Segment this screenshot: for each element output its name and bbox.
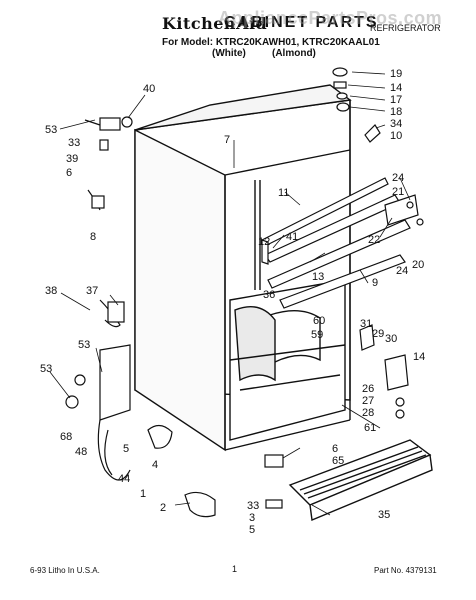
wire-connector-top-left xyxy=(84,116,133,211)
callout-label: 24 xyxy=(396,265,408,277)
hinge-bracket xyxy=(384,194,424,226)
divider-rails xyxy=(261,177,411,309)
callout-label: 60 xyxy=(313,315,325,327)
callout-label: 34 xyxy=(390,118,402,130)
left-wiring xyxy=(65,299,131,481)
cabinet-shell xyxy=(134,84,352,452)
callout-label: 37 xyxy=(86,285,98,297)
callout-label: 29 xyxy=(372,328,384,340)
callout-label: 9 xyxy=(372,277,378,289)
callout-label: 33 xyxy=(247,500,259,512)
callout-label: 31 xyxy=(360,318,372,330)
brand-logo: KitchenAid xyxy=(162,14,268,33)
callout-label: 10 xyxy=(390,130,402,142)
document-type: REFRIGERATOR xyxy=(370,23,441,33)
callout-label: 4 xyxy=(152,459,158,471)
part-number: Part No. 4379131 xyxy=(374,566,437,575)
callout-label: 61 xyxy=(364,422,376,434)
footer-print-info: 6-93 Litho In U.S.A. xyxy=(30,566,100,575)
callout-label: 53 xyxy=(40,363,52,375)
top-hinge-parts xyxy=(332,67,381,143)
callout-label: 30 xyxy=(385,333,397,345)
callout-label: 6 xyxy=(66,167,72,179)
callout-label: 13 xyxy=(312,271,324,283)
callout-label: 33 xyxy=(68,137,80,149)
callout-label: 44 xyxy=(118,473,130,485)
callout-label: 65 xyxy=(332,455,344,467)
callout-label: 59 xyxy=(311,329,323,341)
callout-label: 5 xyxy=(123,443,129,455)
watermark: AppliancePartsPros.com xyxy=(218,8,443,28)
bottom-parts xyxy=(147,324,409,518)
toe-grille xyxy=(288,439,433,521)
variant-white: (White) xyxy=(212,48,246,59)
callout-label: 22 xyxy=(368,234,380,246)
callout-label: 36 xyxy=(263,289,275,301)
callout-label: 14 xyxy=(390,82,402,94)
callout-label: 18 xyxy=(390,106,402,118)
callout-label: 53 xyxy=(45,124,57,136)
callout-label: 24 xyxy=(392,172,404,184)
callout-label: 19 xyxy=(390,68,402,80)
callout-label: 1 xyxy=(140,488,146,500)
callout-label: 20 xyxy=(412,259,424,271)
callout-label: 48 xyxy=(75,446,87,458)
page-number: 1 xyxy=(232,564,238,574)
callout-label: 35 xyxy=(378,509,390,521)
leader-lines xyxy=(49,71,411,516)
callout-label: 17 xyxy=(390,94,402,106)
callout-label: 38 xyxy=(45,285,57,297)
callout-label: 28 xyxy=(362,407,374,419)
callout-label: 12 xyxy=(258,236,270,248)
variant-almond: (Almond) xyxy=(272,48,316,59)
callout-label: 40 xyxy=(143,83,155,95)
callout-label: 53 xyxy=(78,339,90,351)
callout-label: 6 xyxy=(332,443,338,455)
part-callouts: 53 33 39 6 8 40 7 11 19 14 17 18 34 10 2… xyxy=(40,68,425,536)
callout-label: 3 xyxy=(249,512,255,524)
callout-label: 7 xyxy=(224,134,230,146)
callout-label: 21 xyxy=(392,186,404,198)
callout-label: 39 xyxy=(66,153,78,165)
callout-label: 11 xyxy=(278,187,289,199)
callout-label: 5 xyxy=(249,524,255,536)
callout-label: 27 xyxy=(362,395,374,407)
callout-label: 68 xyxy=(60,431,72,443)
model-line: For Model: KTRC20KAWH01, KTRC20KAAL01 xyxy=(162,37,380,48)
callout-label: 41 xyxy=(286,231,298,243)
callout-label: 8 xyxy=(90,231,96,243)
callout-label: 26 xyxy=(362,383,374,395)
section-title: CABINET PARTS xyxy=(224,14,379,31)
callout-label: 14 xyxy=(413,351,425,363)
callout-label: 2 xyxy=(160,502,166,514)
